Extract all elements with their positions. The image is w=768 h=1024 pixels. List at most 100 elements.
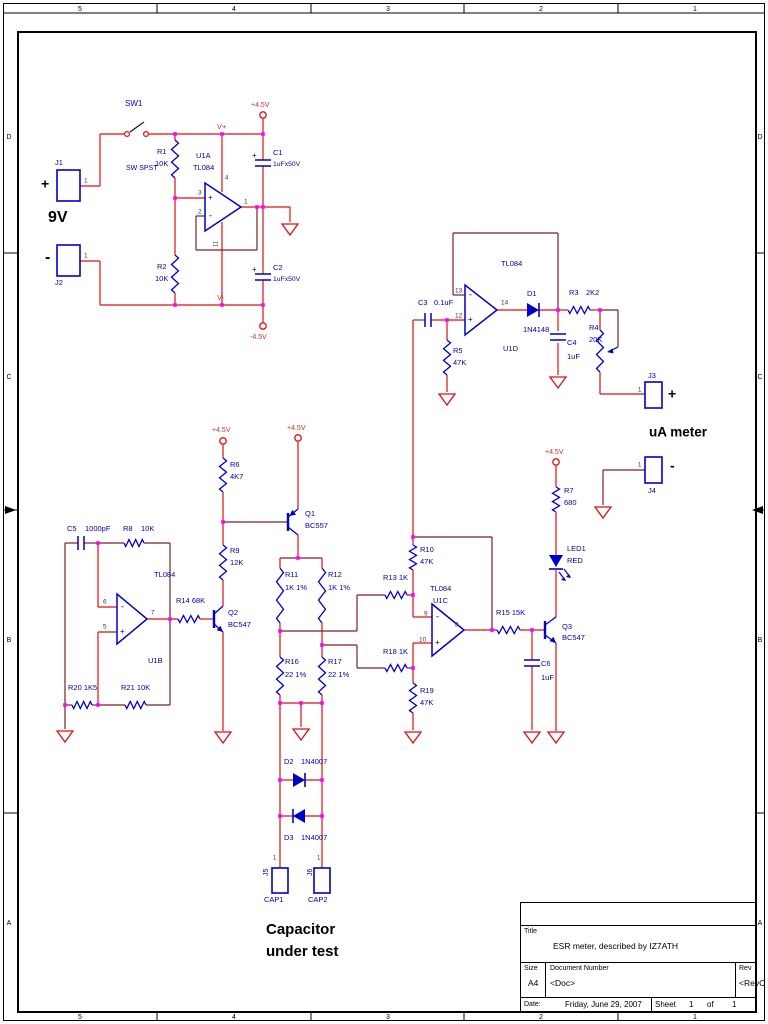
zone-number: 3: [386, 6, 390, 13]
component-label: +: [41, 176, 49, 192]
junction-dot: [96, 541, 100, 545]
component-label: R2: [157, 262, 167, 271]
zone-number: 1: [693, 1014, 697, 1021]
component-label: Q1: [305, 509, 315, 518]
junction-dot: [320, 778, 324, 782]
component-label: uA meter: [649, 425, 708, 440]
rev-label: Rev: [739, 965, 752, 972]
junction-dot: [173, 196, 177, 200]
component-label: 1uF: [541, 673, 554, 682]
component-label: 1: [317, 856, 321, 862]
zone-letter: C: [6, 374, 11, 381]
power-terminal: [552, 458, 560, 466]
component-label: J5: [263, 869, 270, 877]
component-label: 3: [198, 190, 202, 197]
component-label: +4.5V: [287, 425, 306, 432]
junction-dot: [411, 593, 415, 597]
component-label: 6: [103, 599, 107, 606]
component-label: C3: [418, 298, 428, 307]
component-label: 12K: [230, 558, 243, 567]
component-label: 9V: [48, 209, 68, 226]
resistor-symbol: [317, 567, 327, 624]
component-label: 680: [564, 498, 577, 507]
component-label: 1N4007: [301, 757, 327, 766]
arrow-head: [289, 509, 297, 516]
resistor-symbol: [595, 329, 605, 373]
resistor-symbol: [71, 699, 93, 711]
junction-dot: [320, 643, 324, 647]
resistor-symbol: [123, 537, 145, 549]
zone-number: 4: [232, 6, 236, 13]
date-value: Friday, June 29, 2007: [565, 1000, 642, 1009]
component-label: +4.5V: [212, 427, 231, 434]
component-label: -: [436, 611, 439, 621]
component-label: 10K: [155, 274, 168, 283]
ground-symbol: [403, 731, 423, 745]
component-label: 0.1uF: [434, 298, 454, 307]
connector-box: [644, 381, 663, 409]
title-block: Title ESR meter, described by IZ7ATH Siz…: [520, 902, 765, 1013]
connector-box: [271, 867, 289, 894]
transistor-leg: [287, 526, 299, 536]
component-label: CAP2: [308, 895, 328, 904]
component-label: J3: [648, 371, 656, 380]
junction-dot: [278, 778, 282, 782]
junction-dot: [530, 628, 534, 632]
junction-dot: [556, 308, 560, 312]
switch-contact: [143, 131, 150, 138]
power-terminal: [259, 111, 267, 119]
junction-dot: [278, 629, 282, 633]
component-label: 10K: [155, 159, 168, 168]
resistor-symbol: [317, 656, 327, 696]
component-label: TL084: [501, 259, 522, 268]
zone-letter: C: [757, 374, 762, 381]
component-label: Q2: [228, 608, 238, 617]
component-label: +: [468, 315, 473, 324]
sheet-total: 1: [732, 1000, 737, 1009]
component-label: -: [209, 210, 212, 220]
component-label: 22 1%: [328, 670, 350, 679]
title-label: Title: [524, 928, 537, 935]
zone-number: 3: [386, 1014, 390, 1021]
resistor-symbol: [408, 544, 418, 571]
component-label: Capacitor: [266, 921, 335, 938]
component-label: 5: [103, 624, 107, 631]
diode-symbol: [527, 303, 539, 317]
zone-letter: A: [758, 920, 763, 927]
junction-dot: [96, 703, 100, 707]
component-label: R5: [453, 346, 463, 355]
title-block-title-row: Title ESR meter, described by IZ7ATH: [521, 926, 755, 963]
resistor-symbol: [408, 682, 418, 714]
component-label: +: [252, 151, 257, 160]
zone-number: 5: [78, 6, 82, 13]
component-label: R1: [157, 147, 167, 156]
switch-blade: [129, 121, 145, 133]
resistor-symbol: [177, 614, 201, 624]
component-label: 1000pF: [85, 524, 111, 533]
component-label: +: [668, 386, 676, 402]
resistor-symbol: [170, 139, 180, 179]
component-label: CAP1: [264, 895, 284, 904]
component-label: R3: [569, 288, 579, 297]
power-terminal: [294, 434, 302, 442]
component-label: R15 15K: [496, 608, 525, 617]
component-label: 2K2: [586, 288, 599, 297]
component-label: SW SPST: [126, 165, 158, 172]
arrow-head: [561, 577, 566, 581]
component-label: -: [45, 249, 50, 266]
opamp-symbol: [464, 283, 499, 337]
diode-symbol: [293, 773, 305, 787]
junction-dot: [296, 556, 300, 560]
junction-dot: [411, 535, 415, 539]
component-label: 1: [273, 856, 277, 862]
component-label: D1: [527, 289, 537, 298]
component-label: U1A: [196, 151, 211, 160]
component-label: +: [252, 265, 257, 274]
junction-dot: [261, 205, 265, 209]
component-label: 13: [455, 288, 463, 295]
connector-box: [56, 169, 81, 202]
component-label: 4K7: [230, 472, 243, 481]
title-block-doc-row: Size A4 Document Number <Doc> Rev <RevC: [521, 963, 765, 998]
component-label: 7: [151, 610, 155, 617]
ground-symbol: [280, 223, 300, 237]
